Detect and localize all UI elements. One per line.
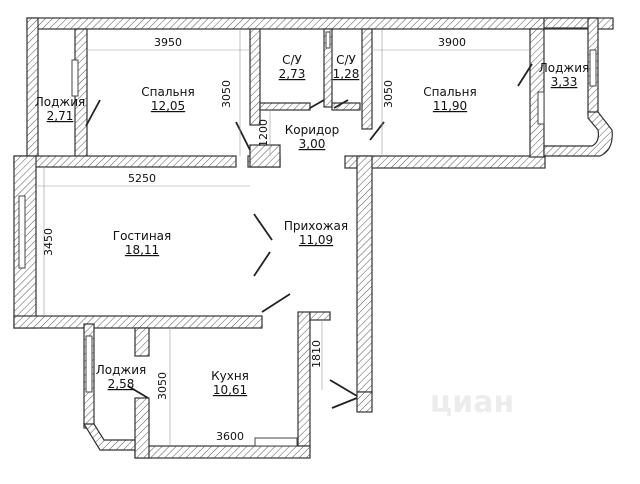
wall-bedroom-right-south	[344, 155, 546, 169]
window-kitchen-sill	[254, 437, 298, 447]
dim-living-depth: 3450	[42, 228, 55, 256]
room-area: 3,33	[551, 75, 578, 89]
room-area: 12,05	[151, 99, 185, 113]
door-living-upper	[253, 213, 273, 241]
room-name: С/У	[336, 53, 356, 67]
door-entry-a	[329, 379, 358, 397]
room-bedroom-left: Спальня 12,05	[141, 85, 194, 113]
room-area: 11,90	[433, 99, 467, 113]
wall-loggia-left-top	[26, 17, 39, 161]
room-area: 18,11	[125, 243, 159, 257]
room-name: Гостиная	[113, 229, 171, 243]
dimensions: 3950 3900 5250 3600 3050 3050 1200 3450 …	[42, 36, 466, 443]
dim-bedroom-right-width: 3900	[438, 36, 466, 49]
wall-top	[26, 17, 614, 30]
room-loggia-bottom: Лоджия 2,58	[96, 363, 147, 391]
dim-living-width: 5250	[128, 172, 156, 185]
room-kitchen: Кухня 10,61	[211, 369, 249, 397]
door-hall	[261, 293, 291, 313]
doors	[85, 63, 533, 409]
wall-kitchen-east	[297, 311, 311, 447]
wall-living-south	[13, 315, 263, 329]
room-area: 10,61	[213, 383, 247, 397]
room-name: Спальня	[423, 85, 476, 99]
wall-bath1-south	[259, 102, 311, 111]
room-name: Лоджия	[96, 363, 147, 377]
room-bath2: С/У 1,28	[333, 53, 360, 81]
dim-kitchen-depth: 3050	[156, 372, 169, 400]
room-loggia-right: Лоджия 3,33	[539, 61, 590, 89]
watermark: циан	[430, 385, 514, 420]
room-corridor: Коридор 3,00	[285, 123, 340, 151]
door-bedroom-left	[235, 121, 251, 151]
room-hall: Прихожая 11,09	[284, 219, 348, 247]
wall-corridor-left	[249, 144, 281, 168]
dim-kitchen-width: 3600	[216, 430, 244, 443]
room-area: 2,73	[279, 67, 306, 81]
room-loggia-left: Лоджия 2,71	[35, 95, 86, 123]
door-bath1	[309, 99, 325, 109]
room-area: 2,71	[47, 109, 74, 123]
wall-loggia-right-bay	[543, 111, 613, 157]
room-area: 11,09	[299, 233, 333, 247]
wall-kitchen-south	[134, 445, 311, 459]
window-bath-vent	[325, 31, 331, 49]
room-name: Коридор	[285, 123, 340, 137]
wall-hall-kitchen-jamb	[309, 311, 331, 321]
window-loggia-right-outer	[589, 49, 597, 87]
door-loggia-left	[85, 99, 101, 127]
room-area: 1,28	[333, 67, 360, 81]
dimension-lines	[36, 29, 530, 446]
dim-bedroom-left-depth: 3050	[220, 80, 233, 108]
room-name: Кухня	[211, 369, 249, 383]
door-bedroom-right	[369, 121, 385, 141]
wall-bath-divider	[323, 28, 333, 108]
window-kitchen-loggia	[85, 335, 93, 393]
door-entry-b	[331, 397, 358, 409]
room-name: Прихожая	[284, 219, 348, 233]
window-living	[18, 195, 26, 269]
wall-bedroom-bath	[249, 28, 261, 126]
room-living: Гостиная 18,11	[113, 229, 171, 257]
room-name: Спальня	[141, 85, 194, 99]
room-name: Лоджия	[35, 95, 86, 109]
room-name: Лоджия	[539, 61, 590, 75]
wall-bath2-south	[331, 102, 361, 111]
wall-hall-lower	[356, 391, 373, 413]
dim-bedroom-left-width: 3950	[154, 36, 182, 49]
room-bedroom-right: Спальня 11,90	[423, 85, 476, 113]
door-bath2	[333, 99, 349, 109]
door-loggia-right	[517, 63, 533, 87]
room-area: 3,00	[299, 137, 326, 151]
dim-hall-depth: 1810	[310, 340, 323, 368]
wall-hall-east	[356, 155, 373, 393]
room-bath1: С/У 2,73	[279, 53, 306, 81]
wall-kitchen-loggia-lower	[134, 397, 150, 459]
wall-bedroom-left-south	[13, 155, 237, 168]
dim-corridor: 1200	[257, 119, 270, 147]
windows	[18, 31, 597, 447]
door-living-lower	[253, 251, 271, 277]
wall-bath-bedroom-right	[361, 28, 373, 130]
door-kitchen-loggia	[127, 385, 149, 399]
room-area: 2,58	[108, 377, 135, 391]
wall-kitchen-loggia-upper	[134, 327, 150, 357]
window-loggia-right	[537, 91, 545, 125]
dim-bedroom-right-depth: 3050	[382, 80, 395, 108]
wall-loggia-bottom-bay	[82, 423, 136, 451]
window-loggia-left	[71, 59, 79, 97]
room-name: С/У	[282, 53, 302, 67]
